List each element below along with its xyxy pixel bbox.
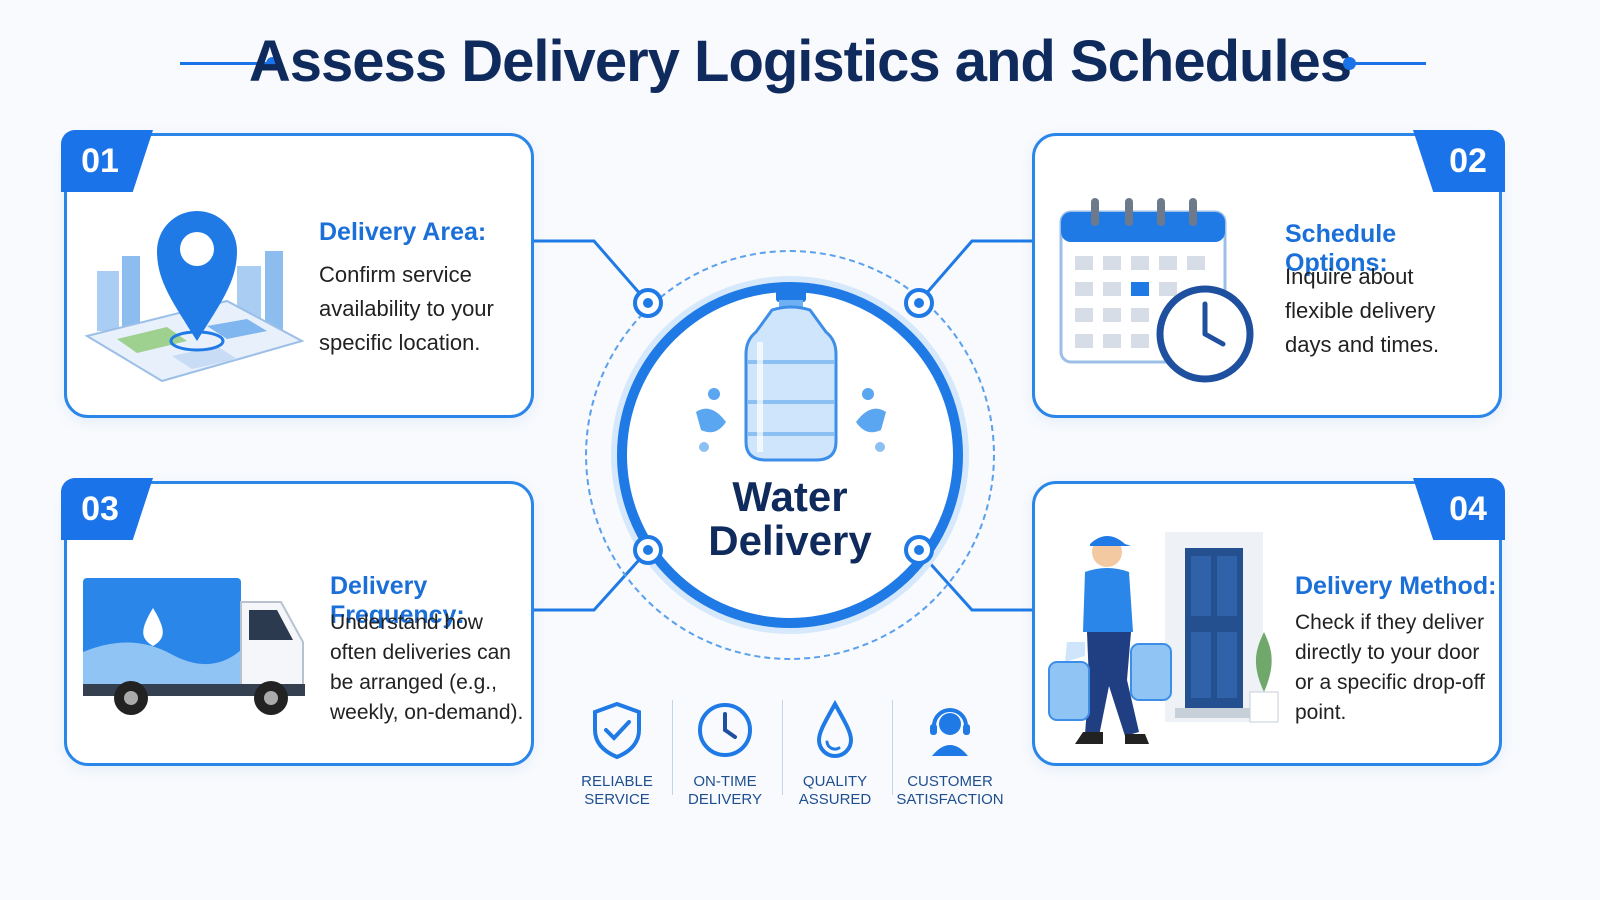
page-title: Assess Delivery Logistics and Schedules (248, 29, 1352, 94)
card-schedule-options: 02 Schedule Options: Inquire about flexi… (1032, 130, 1505, 418)
title-right-line (1350, 62, 1426, 65)
feature-divider (892, 700, 893, 795)
feature-label: DELIVERY (688, 791, 762, 808)
feature-label: CUSTOMER (907, 773, 993, 790)
card-heading: Delivery Method: (1295, 572, 1497, 600)
feature-label: QUALITY (802, 773, 868, 790)
title-left-line (180, 62, 272, 65)
center-title-line2: Delivery (708, 517, 872, 564)
feature-label: SERVICE (584, 791, 650, 808)
feature-label: RELIABLE (581, 773, 653, 790)
feature-label: ON-TIME (693, 773, 757, 790)
card-heading: Schedule Options: (1285, 220, 1397, 277)
connector-node (904, 288, 934, 318)
center-title-line1: Water (732, 473, 848, 520)
card-number-badge: 03 (61, 478, 153, 540)
card-number-badge: 04 (1413, 478, 1505, 540)
shield-check-icon (593, 701, 641, 760)
title-bar: Assess Delivery Logistics and Schedules (0, 22, 1600, 102)
feature-divider (672, 700, 673, 795)
feature-label: ASSURED (798, 791, 872, 808)
card-heading: Delivery Area: (319, 218, 487, 246)
card-description: Confirm service availability to your spe… (319, 262, 494, 355)
card-description: Understand how often deliveries can be a… (330, 611, 524, 724)
delivery-truck-icon (83, 578, 305, 715)
clock-icon (698, 703, 752, 757)
water-drop-icon (816, 699, 854, 758)
card-description: Inquire about flexible delivery days and… (1285, 264, 1440, 357)
card-number-badge: 01 (61, 130, 153, 192)
card-delivery-frequency: 03 Delivery Frequency: Understand how of… (61, 478, 534, 766)
headset-agent-icon (930, 708, 970, 756)
title-left-dot (266, 57, 279, 70)
connector-node (904, 535, 934, 565)
title-right-dot (1343, 57, 1356, 70)
feature-label: SATISFACTION (896, 791, 1004, 808)
center-dashed-ring (585, 250, 995, 660)
card-description: Check if they deliver directly to your d… (1295, 611, 1485, 724)
card-number-badge: 02 (1413, 130, 1505, 192)
delivery-person-icon (1048, 532, 1279, 744)
connector-node (633, 288, 663, 318)
water-bottle-icon (696, 286, 886, 462)
calendar-clock-icon (1059, 198, 1254, 383)
map-location-icon (84, 211, 305, 383)
card-delivery-area: 01 Delivery Area: Confirm service availa… (61, 130, 534, 418)
card-heading: Delivery Frequency: (330, 572, 465, 629)
feature-divider (782, 700, 783, 795)
card-delivery-method: 04 Delivery Method: Check if they delive… (1032, 478, 1505, 766)
connector-node (633, 535, 663, 565)
